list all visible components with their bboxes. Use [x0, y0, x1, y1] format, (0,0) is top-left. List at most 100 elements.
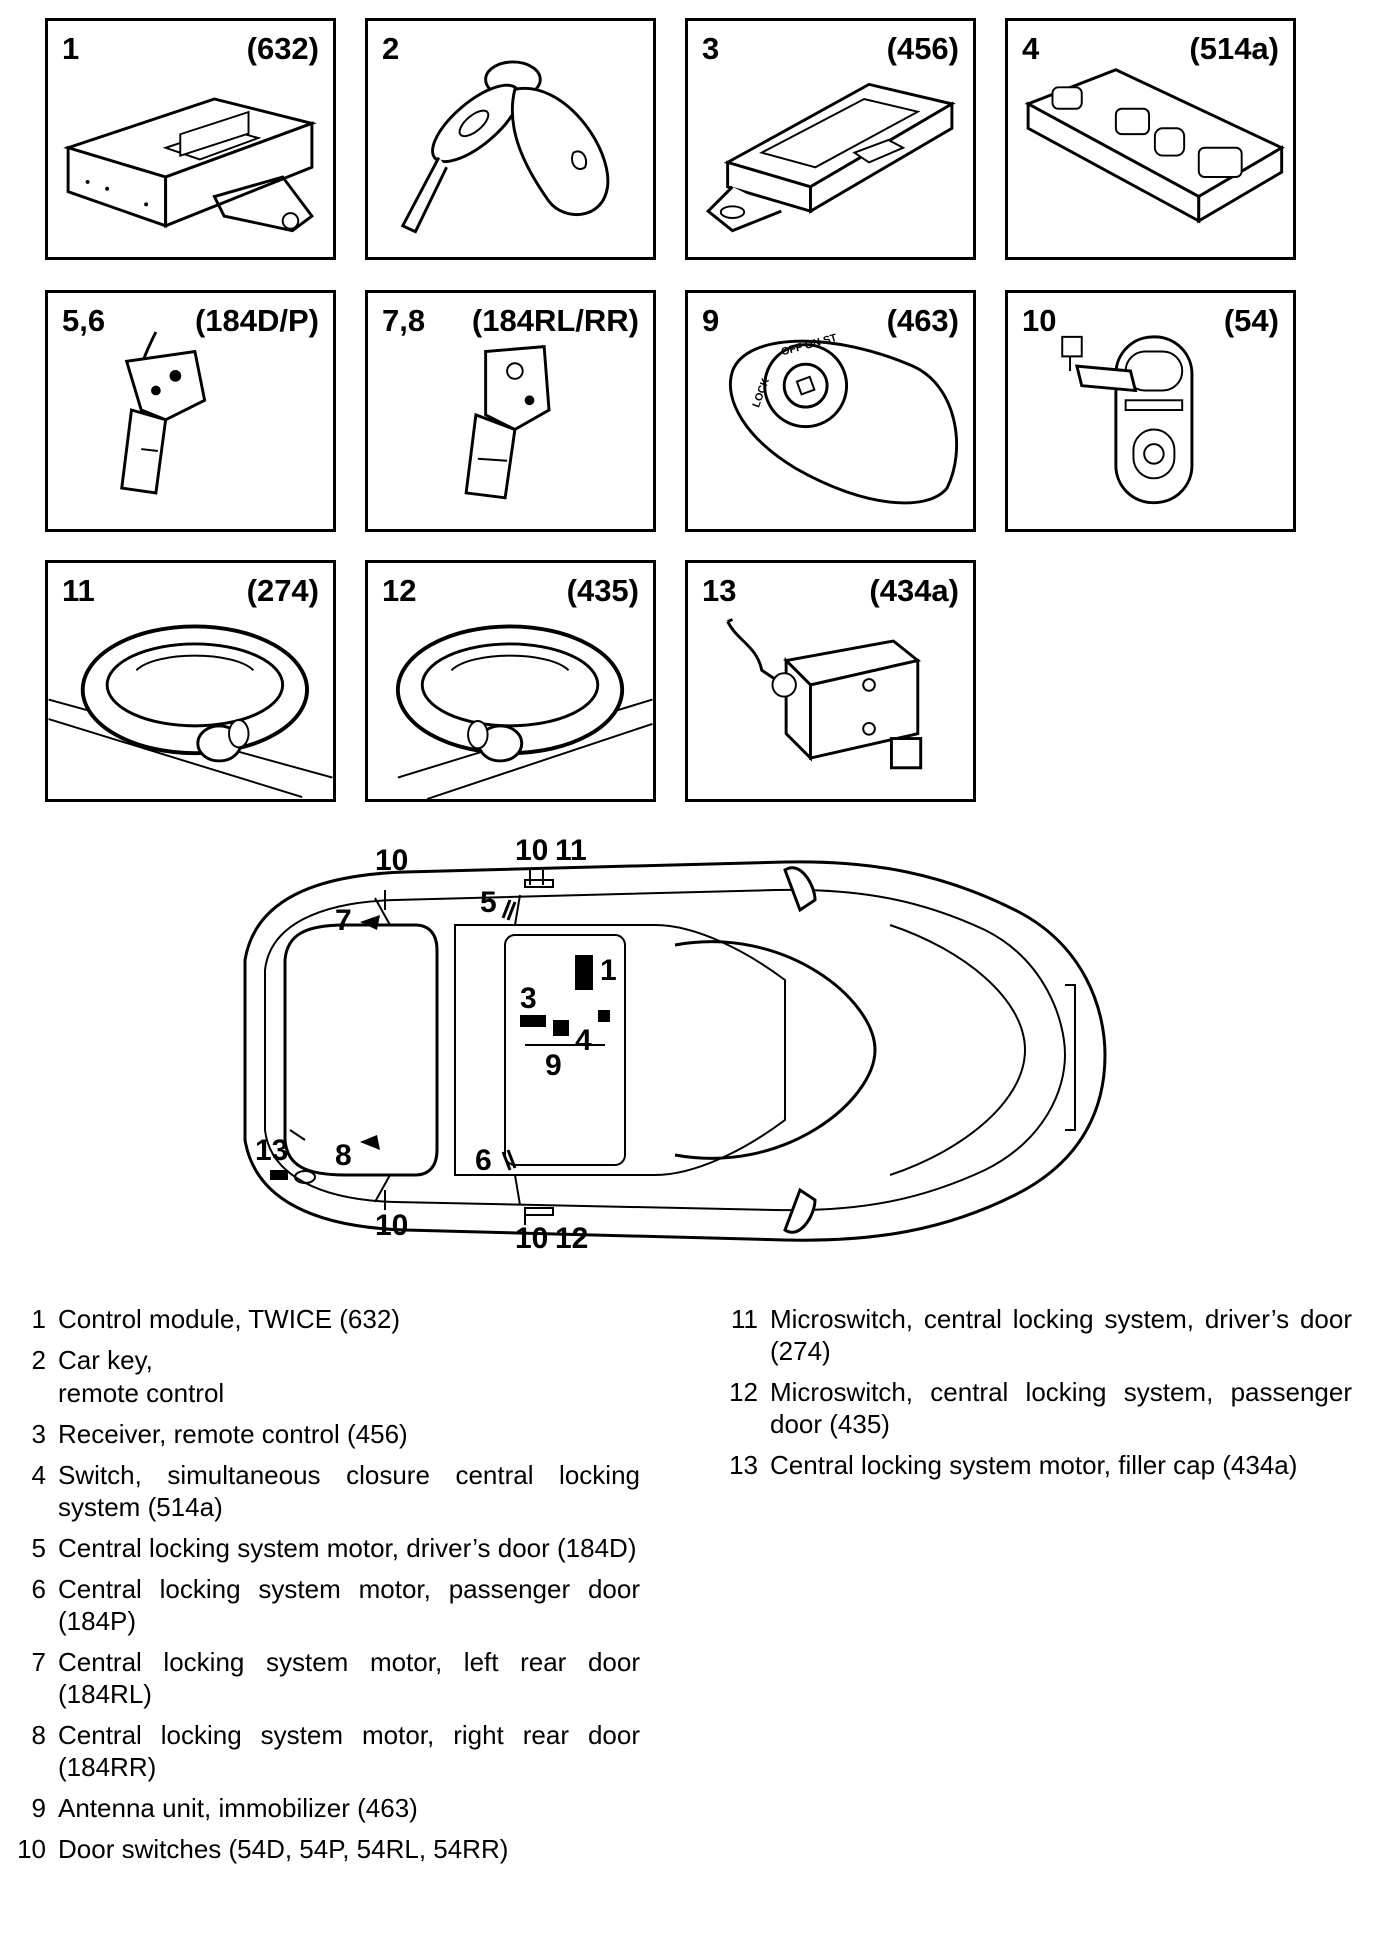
- filler-cap-motor-icon: [726, 618, 923, 770]
- panel-13: 13 (434a): [685, 560, 976, 802]
- legend-text: Central locking system motor, right rear…: [58, 1720, 640, 1782]
- legend-item: 6 Central locking system motor, passenger…: [0, 1573, 640, 1637]
- control-module-icon: [63, 97, 317, 233]
- legend-item: 1 Control module, TWICE (632): [0, 1303, 640, 1335]
- windscreen: [674, 940, 877, 1160]
- callout-10-top-left: 10: [375, 844, 408, 877]
- legend-number: 1: [31, 1304, 46, 1334]
- panel-number: 13: [702, 573, 737, 608]
- car-key-remote-icon: [400, 60, 610, 234]
- legend-item: 8 Central locking system motor, right rea…: [0, 1719, 640, 1783]
- legend-item: 9 Antenna unit, immobilizer (463): [0, 1792, 640, 1824]
- ignition-antenna-icon: LOCK OFF ON ST: [728, 332, 959, 505]
- marker-antenna: [553, 1020, 569, 1036]
- panel-number: 4: [1022, 31, 1040, 66]
- panel-number: 11: [62, 573, 95, 608]
- panel-number: 12: [382, 573, 417, 608]
- right-mirror: [783, 1187, 817, 1234]
- panel-code: (463): [886, 303, 959, 338]
- panel-5-6: 5,6 (184D/P): [45, 290, 336, 532]
- callout-13: 13: [255, 1134, 288, 1167]
- panel-code: (514a): [1189, 31, 1279, 66]
- legend-item: 12 Microswitch, central locking system, p…: [712, 1376, 1352, 1440]
- panel-number: 1: [62, 31, 80, 66]
- panel-number: 7,8: [382, 303, 426, 338]
- door-handle-microswitch-icon: [48, 624, 333, 798]
- marker-motor-7: [360, 915, 380, 930]
- legend-number: 5: [31, 1533, 46, 1563]
- panel-12: 12 (435): [365, 560, 656, 802]
- legend-item: 3 Receiver, remote control (456): [0, 1418, 640, 1450]
- marker-receiver: [520, 1015, 546, 1027]
- legend-number: 2: [31, 1345, 46, 1375]
- panel-code: (184RL/RR): [471, 303, 639, 338]
- grille: [1065, 984, 1076, 1131]
- panel-code: (54): [1223, 303, 1279, 338]
- callout-11: 11: [555, 834, 587, 867]
- panel-number: 9: [702, 303, 720, 338]
- panel-number: 5,6: [62, 303, 106, 338]
- legend-number: 8: [31, 1720, 46, 1750]
- panel-code: (456): [886, 31, 959, 66]
- car-top-view: 10 10 11 7 5 1 3 4 9 13 8 6 10 10 12: [243, 834, 1107, 1255]
- marker-motor-8: [360, 1135, 380, 1150]
- legend-number: 13: [729, 1450, 758, 1480]
- legend-number: 3: [31, 1419, 46, 1449]
- callout-3: 3: [520, 982, 537, 1015]
- window-switch-panel-icon: [1024, 68, 1285, 224]
- legend-text: remote control: [58, 1378, 225, 1408]
- legend-text: Microswitch, central locking system, dri…: [770, 1304, 1352, 1366]
- panel-code: (274): [246, 573, 319, 608]
- callout-10-top-mid: 10: [515, 834, 548, 867]
- panel-10: 10 (54): [1005, 290, 1296, 532]
- panel-3: 3 (456): [685, 18, 976, 260]
- panel-7-8: 7,8 (184RL/RR): [365, 290, 656, 532]
- callout-10-bottom-mid: 10: [515, 1222, 548, 1255]
- callout-1: 1: [600, 954, 617, 987]
- legend-text: Central locking system motor, passenger …: [58, 1574, 640, 1636]
- callout-12: 12: [555, 1222, 588, 1255]
- sunroof: [504, 934, 626, 1166]
- callout-10-bottom-left: 10: [375, 1209, 408, 1242]
- car-body: [243, 860, 1107, 1242]
- legend-number: 12: [729, 1377, 758, 1407]
- legend-text: Microswitch, central locking system, pas…: [770, 1377, 1352, 1439]
- legend-text: Receiver, remote control (456): [58, 1419, 408, 1449]
- legend-item: remote control: [0, 1377, 640, 1409]
- legend-number: 11: [731, 1304, 758, 1334]
- legend-number: 6: [31, 1574, 46, 1604]
- hood: [889, 924, 1027, 1176]
- legend-number: 9: [31, 1793, 46, 1823]
- legend-text: Central locking system motor, filler cap…: [770, 1450, 1298, 1480]
- marker-switch: [598, 1010, 610, 1022]
- legend-text: Control module, TWICE (632): [58, 1304, 400, 1334]
- panel-code: (434a): [869, 573, 959, 608]
- marker-control-module: [575, 955, 593, 990]
- callout-8: 8: [335, 1139, 352, 1172]
- panel-code: (632): [246, 31, 319, 66]
- legend-number: 10: [17, 1834, 46, 1864]
- panel-number: 3: [702, 31, 720, 66]
- car-inner-outline: [264, 888, 1067, 1212]
- callout-6: 6: [475, 1144, 492, 1177]
- legend-item: 13 Central locking system motor, filler c…: [712, 1449, 1352, 1481]
- callout-4: 4: [575, 1024, 592, 1057]
- panel-number: 2: [382, 31, 400, 66]
- lock-motor-icon: [120, 331, 207, 495]
- legend-text: Central locking system motor, left rear …: [58, 1647, 640, 1709]
- door-handle-microswitch-icon: [395, 624, 653, 799]
- legend-text: Antenna unit, immobilizer (463): [58, 1793, 418, 1823]
- filler-cap: [294, 1170, 316, 1184]
- panel-code: (184D/P): [194, 303, 319, 338]
- panel-number: 10: [1022, 303, 1057, 338]
- marker-microswitch-11: [524, 879, 554, 888]
- marker-microswitch-12: [524, 1207, 554, 1216]
- car-roof: [454, 924, 786, 1176]
- marker-motor-5: [501, 899, 517, 921]
